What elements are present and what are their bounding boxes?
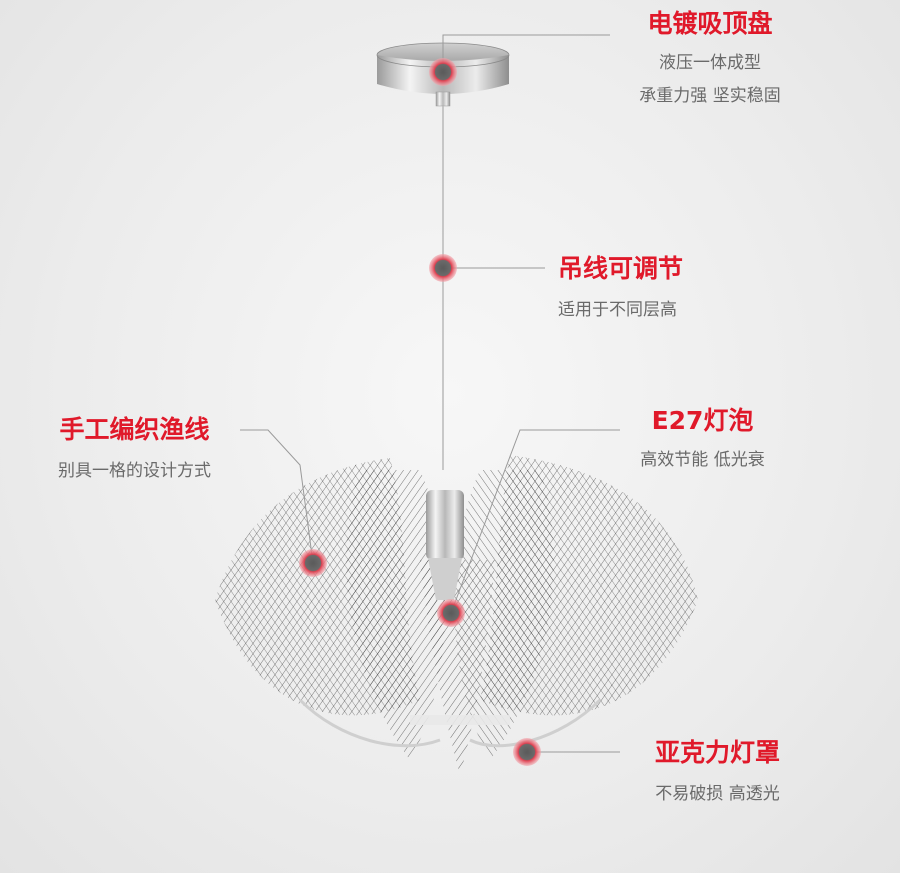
feature-cable: 吊线可调节 适用于不同层高: [558, 254, 683, 322]
feature-desc: 适用于不同层高: [558, 300, 677, 320]
feature-fishing-line: 手工编织渔线 别具一格的设计方式: [32, 415, 237, 483]
bulb-socket: [426, 490, 464, 600]
feature-title: 电镀吸顶盘: [647, 9, 773, 38]
feature-shade: 亚克力灯罩 不易破损 高透光: [640, 738, 795, 806]
feature-desc: 别具一格的设计方式: [58, 461, 211, 481]
marker-cable: [429, 254, 457, 282]
feature-title: E27灯泡: [651, 406, 754, 435]
feature-title: 亚克力灯罩: [654, 738, 780, 767]
feature-desc: 高效节能 低光衰: [640, 450, 765, 470]
feature-desc: 液压一体成型: [659, 53, 761, 73]
marker-ceiling-plate: [429, 58, 457, 86]
feature-ceiling-plate: 电镀吸顶盘 液压一体成型 承重力强 坚实稳固: [630, 9, 790, 108]
marker-bulb: [437, 599, 465, 627]
marker-shade: [513, 738, 541, 766]
callout-markers: [299, 58, 541, 766]
lamp-shade: [215, 455, 698, 775]
feature-bulb: E27灯泡 高效节能 低光衰: [625, 406, 780, 472]
feature-desc: 不易破损 高透光: [655, 784, 780, 804]
feature-title: 手工编织渔线: [59, 415, 210, 444]
feature-desc: 承重力强 坚实稳固: [639, 86, 781, 106]
marker-fishing-line: [299, 549, 327, 577]
leader-lines: [240, 34, 620, 753]
feature-title: 吊线可调节: [558, 254, 684, 283]
